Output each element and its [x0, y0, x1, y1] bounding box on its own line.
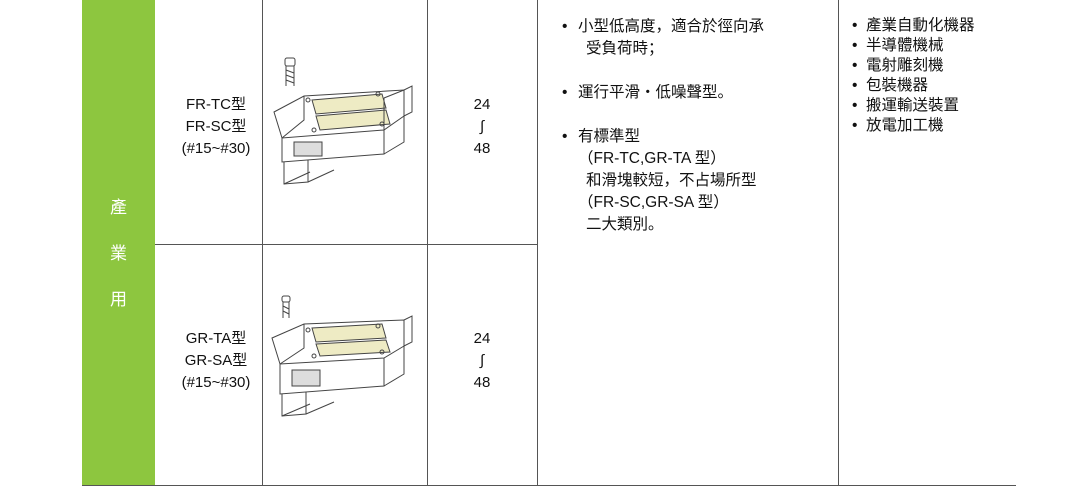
linear-guide-block-icon — [273, 57, 413, 185]
load-range: 24 ∫ 48 — [473, 330, 491, 391]
application-item: 包裝機器 — [852, 76, 1022, 96]
feature-item: 小型低高度，適合於徑向承 受負荷時； — [556, 16, 846, 60]
product-image — [264, 290, 428, 425]
category-cell: 產 業 用 — [82, 0, 155, 486]
application-item: 搬運輸送裝置 — [852, 96, 1022, 116]
applications-list: 產業自動化機器 半導體機械 電射雕刻機 包裝機器 搬運輸送裝置 放電加工機 — [852, 16, 1022, 136]
feature-item: 有標準型 （FR-TC,GR-TA 型） 和滑塊較短，不占場所型 （FR-SC,… — [556, 126, 846, 236]
spec-table: 產 業 用 FR-TC型 FR-SC型 (#15~#30) — [82, 0, 1016, 486]
grid-line — [427, 0, 428, 486]
model-name: GR-TA型 GR-SA型 (#15~#30) — [181, 330, 251, 391]
table-bottom-border — [82, 485, 1016, 486]
row-divider — [155, 244, 537, 245]
application-item: 電射雕刻機 — [852, 56, 1022, 76]
grid-line — [262, 0, 263, 486]
linear-guide-block-icon — [271, 295, 413, 417]
grid-line — [537, 0, 538, 486]
product-image — [264, 50, 428, 195]
application-item: 半導體機械 — [852, 36, 1022, 56]
category-label: 產 業 用 — [110, 198, 127, 309]
load-range: 24 ∫ 48 — [473, 96, 491, 157]
feature-item: 運行平滑・低噪聲型。 — [556, 82, 846, 104]
application-item: 放電加工機 — [852, 116, 1022, 136]
grid-line — [838, 0, 839, 486]
features-list: 小型低高度，適合於徑向承 受負荷時； 運行平滑・低噪聲型。 有標準型 （FR-T… — [556, 16, 846, 258]
application-item: 產業自動化機器 — [852, 16, 1022, 36]
model-name: FR-TC型 FR-SC型 (#15~#30) — [181, 96, 251, 157]
